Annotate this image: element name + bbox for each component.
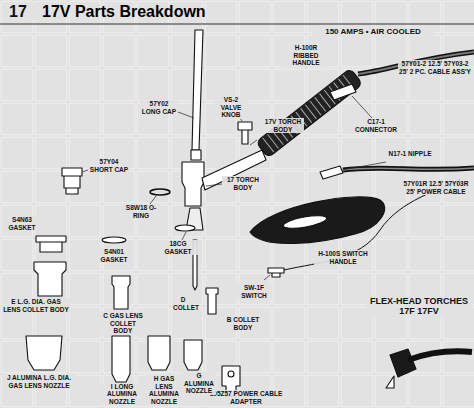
o-ring xyxy=(150,189,170,195)
long-nozzle xyxy=(112,336,130,382)
leader-line xyxy=(250,140,257,145)
leader-line xyxy=(352,96,372,118)
power-cable-core xyxy=(343,168,474,170)
part-label: 57Y04 SHORT CAP xyxy=(88,158,130,173)
part-label: I LONG ALUMINA NOZZLE xyxy=(98,383,146,406)
part-label: H-100S SWITCH HANDLE xyxy=(314,250,372,265)
part-label: S4N63 GASKET xyxy=(4,216,40,231)
ribbed-handle xyxy=(256,68,363,158)
part-label: VS-2 VALVE KNOB xyxy=(214,96,248,119)
part-label: B COLLET BODY xyxy=(222,316,264,331)
part-label: C GAS LENS COLLET BODY xyxy=(100,312,146,335)
large-gasket xyxy=(36,236,66,252)
flex-head xyxy=(390,349,416,377)
part-label: H GAS LENS ALUMINA NOZZLE xyxy=(146,375,182,405)
connector xyxy=(330,84,356,100)
leader-line xyxy=(182,232,186,240)
short-cap xyxy=(62,168,82,194)
adapter-hole xyxy=(228,371,234,377)
part-label: S8W18 O-RING xyxy=(120,204,162,219)
cable-core xyxy=(358,52,474,74)
part-label: D COLLET xyxy=(172,296,194,311)
gas-lens-nozzle xyxy=(148,336,170,370)
long-cap-base xyxy=(191,150,201,160)
part-label: E L.G. DIA. GAS LENS COLLET BODY xyxy=(2,298,70,313)
part-label: J ALUMINA L.G. DIA. GAS LENS NOZZLE xyxy=(2,374,76,389)
leader-line xyxy=(178,112,194,118)
part-label: 57Y01-2 12.5' 57Y03-2 25' 2 PC. CABLE AS… xyxy=(398,60,472,75)
part-label: 17V TORCH BODY xyxy=(262,118,304,133)
gasket-18cg xyxy=(175,225,195,231)
part-label: S4N01 GASKET xyxy=(94,248,134,263)
part-label: C17-1 CONNECTOR xyxy=(352,118,400,133)
torch-tube xyxy=(202,150,266,190)
part-label: 18CG GASKET xyxy=(158,240,198,255)
part-label: G ALUMINA NOZZLE xyxy=(182,372,216,395)
title-rule xyxy=(0,23,474,24)
leader-line xyxy=(150,196,156,204)
cable-assembly xyxy=(358,52,474,74)
long-cap xyxy=(192,30,203,150)
leader-line xyxy=(206,184,222,186)
gas-lens-collet-body xyxy=(112,276,130,309)
part-label: H-100R RIBBED HANDLE xyxy=(282,44,330,67)
lg-gas-lens-nozzle xyxy=(26,336,62,370)
collet-body xyxy=(206,288,218,314)
page-number: 17 xyxy=(8,3,38,20)
leader-line xyxy=(342,162,386,170)
switch-handle xyxy=(250,197,385,244)
part-label: 150 AMPS • AIR COOLED xyxy=(312,27,434,36)
power-cable xyxy=(343,168,474,170)
leader-line xyxy=(264,275,270,280)
part-label: 17 TORCH BODY xyxy=(222,176,264,191)
nipple xyxy=(320,166,343,179)
switch-slot xyxy=(282,213,327,230)
section-heading: FLEX-HEAD TORCHES 17F 17FV xyxy=(366,296,472,316)
title: 17V Parts Breakdown xyxy=(42,3,206,21)
flex-neck xyxy=(386,376,394,388)
switch xyxy=(268,268,284,277)
gasket xyxy=(102,237,126,243)
part-label: 57Y01R 12.5' 57Y03R 25' POWER CABLE xyxy=(400,180,472,195)
part-label: 57Y02 LONG CAP xyxy=(140,100,178,115)
flex-cable xyxy=(408,351,472,360)
part-label: N17-1 NIPPLE xyxy=(386,150,434,158)
valve-knob xyxy=(238,122,252,144)
torch-head xyxy=(182,162,204,206)
alumina-nozzle xyxy=(184,340,202,370)
lg-gas-lens-collet-body xyxy=(34,262,66,296)
part-label: SW-1F SWITCH xyxy=(236,284,272,299)
